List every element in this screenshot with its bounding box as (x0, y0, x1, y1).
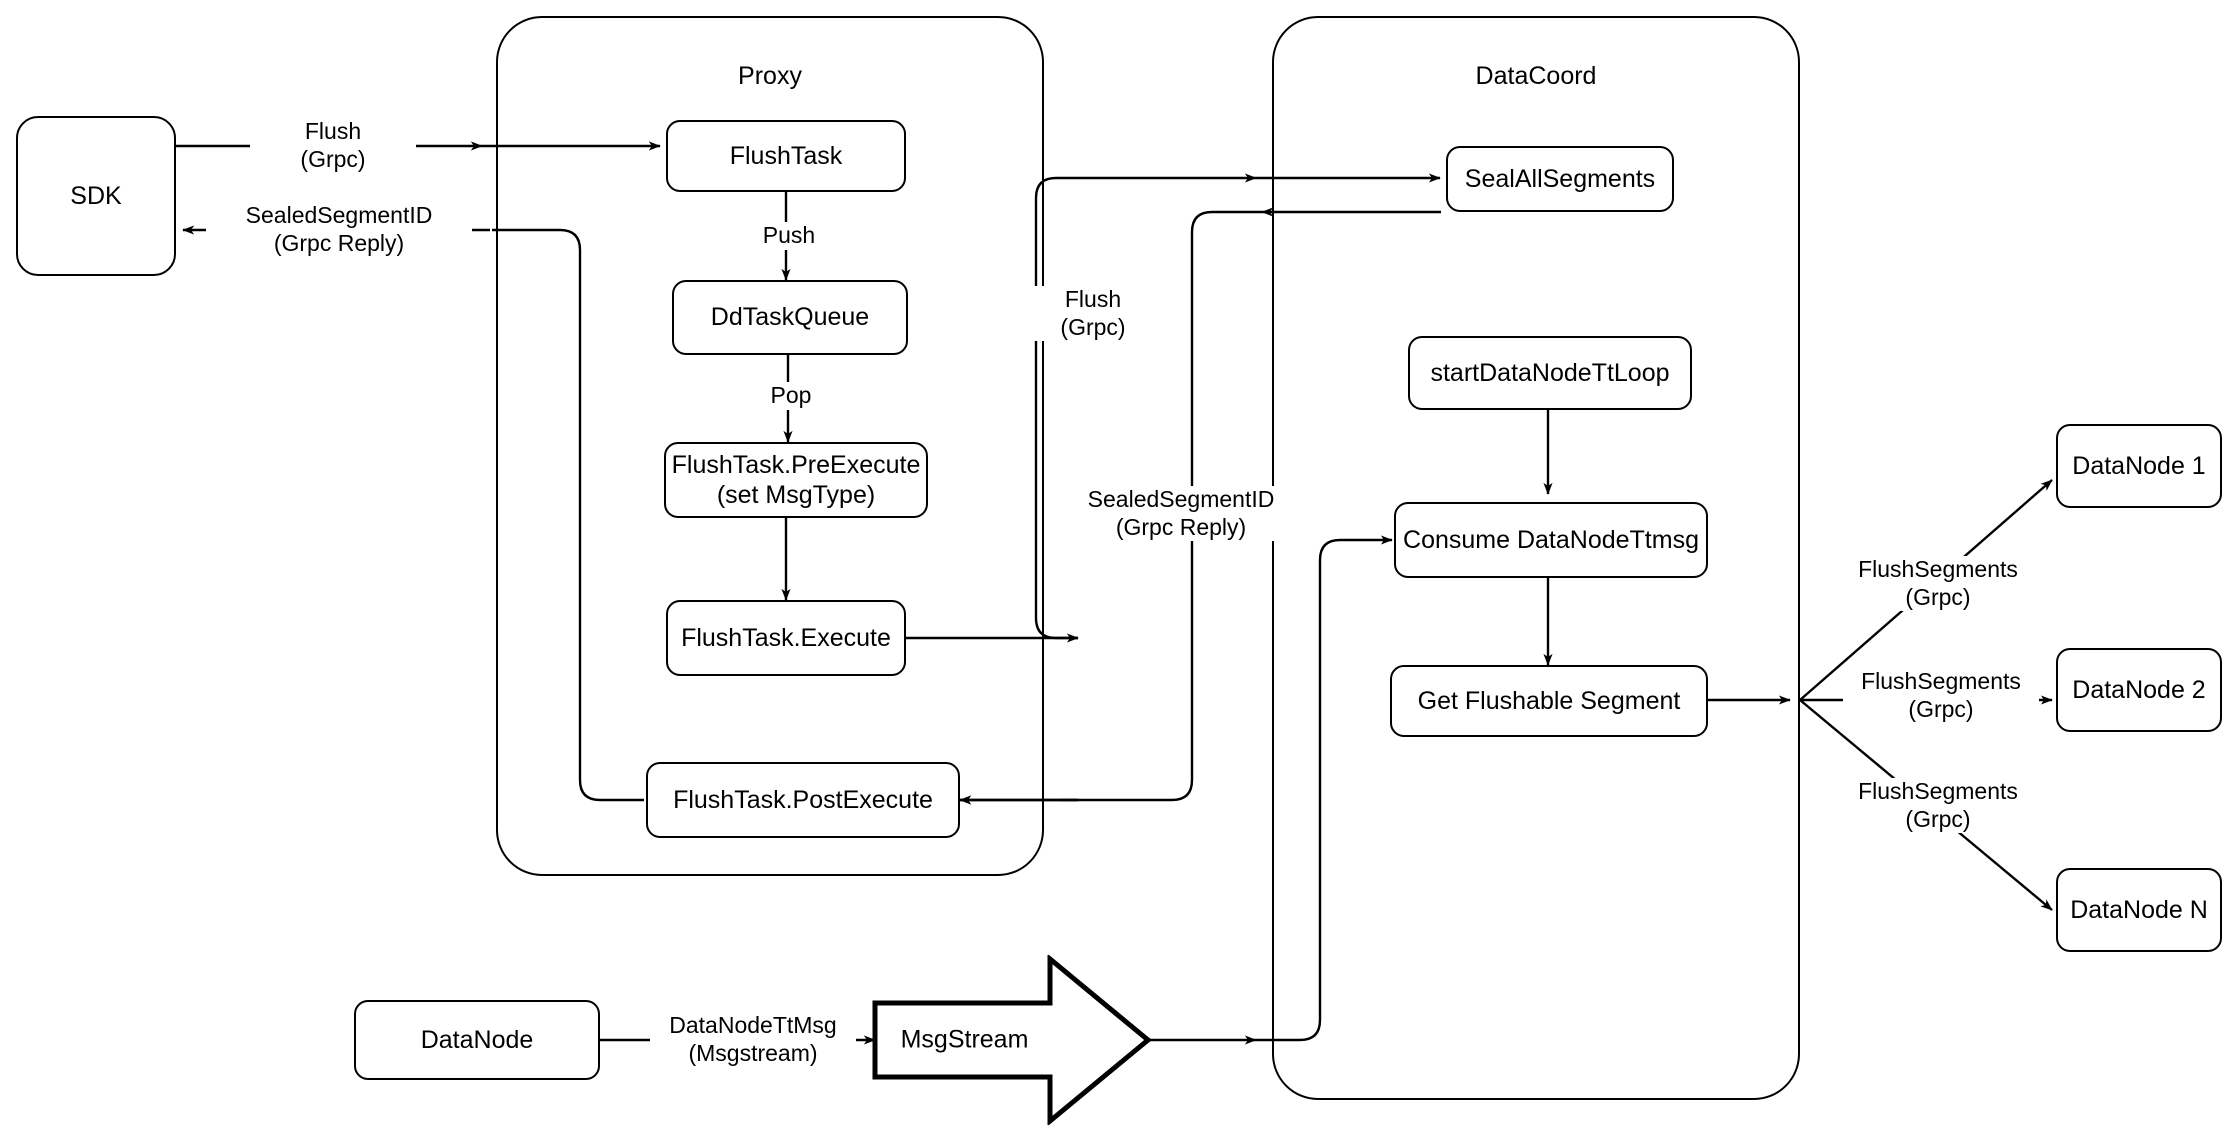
node-flushtask-label: FlushTask (729, 141, 843, 170)
node-flushtask-postexecute[interactable]: FlushTask.PostExecute (646, 762, 960, 838)
edge-label-proxy-to-datacoord-flush: Flush (Grpc) (1030, 286, 1156, 342)
node-get-flushable-segment-label: Get Flushable Segment (1417, 686, 1681, 715)
node-msgstream[interactable]: MsgStream (872, 953, 1152, 1127)
edge-label-datanode-ttmsg: DataNodeTtMsg (Msgstream) (650, 1012, 856, 1068)
node-ddtaskqueue[interactable]: DdTaskQueue (672, 280, 908, 355)
node-flushtask-preexecute-label: FlushTask.PreExecute (set MsgType) (671, 450, 921, 510)
node-datanode-1[interactable]: DataNode 1 (2056, 424, 2222, 508)
node-ddtaskqueue-label: DdTaskQueue (710, 303, 870, 332)
node-sealallsegments[interactable]: SealAllSegments (1446, 146, 1674, 212)
msgstream-arrow-icon (872, 953, 1152, 1127)
node-datanode-2[interactable]: DataNode 2 (2056, 648, 2222, 732)
node-datanode-2-label: DataNode 2 (2072, 675, 2206, 704)
node-flushtask-execute[interactable]: FlushTask.Execute (666, 600, 906, 676)
node-datanode-source[interactable]: DataNode (354, 1000, 600, 1080)
node-sdk-label: SDK (70, 181, 122, 210)
node-startdatanodettloop-label: startDataNodeTtLoop (1430, 358, 1670, 387)
node-flushtask-preexecute[interactable]: FlushTask.PreExecute (set MsgType) (664, 442, 928, 518)
node-startdatanodettloop[interactable]: startDataNodeTtLoop (1408, 336, 1692, 410)
node-msgstream-label: MsgStream (900, 1025, 1029, 1054)
node-sdk[interactable]: SDK (16, 116, 176, 276)
edge-label-sdk-to-proxy: Flush (Grpc) (250, 118, 416, 174)
edge-label-flushsegments-1: FlushSegments (Grpc) (1840, 556, 2036, 612)
node-sealallsegments-label: SealAllSegments (1464, 164, 1656, 193)
node-flushtask[interactable]: FlushTask (666, 120, 906, 192)
node-datanode-n[interactable]: DataNode N (2056, 868, 2222, 952)
node-get-flushable-segment[interactable]: Get Flushable Segment (1390, 665, 1708, 737)
container-proxy-title: Proxy (738, 62, 802, 90)
edge-label-proxy-to-sdk: SealedSegmentID (Grpc Reply) (206, 202, 472, 258)
node-datanode-n-label: DataNode N (2070, 895, 2208, 924)
node-flushtask-postexecute-label: FlushTask.PostExecute (673, 785, 933, 814)
node-flushtask-execute-label: FlushTask.Execute (681, 623, 891, 652)
edge-label-push: Push (736, 222, 842, 250)
edge-label-flushsegments-2: FlushSegments (Grpc) (1843, 668, 2039, 724)
edge-label-pop: Pop (738, 382, 844, 410)
container-datacoord-title: DataCoord (1475, 62, 1597, 90)
edge-label-flushsegments-n: FlushSegments (Grpc) (1840, 778, 2036, 834)
wire-proxy-to-datacoord-flush (1034, 173, 1257, 640)
node-datanode-1-label: DataNode 1 (2072, 451, 2206, 480)
node-consume-datanodettmsg[interactable]: Consume DataNodeTtmsg (1394, 502, 1708, 578)
node-datanode-source-label: DataNode (420, 1025, 534, 1054)
node-consume-datanodettmsg-label: Consume DataNodeTtmsg (1403, 525, 1699, 554)
edge-label-datacoord-to-proxy: SealedSegmentID (Grpc Reply) (1078, 486, 1284, 542)
